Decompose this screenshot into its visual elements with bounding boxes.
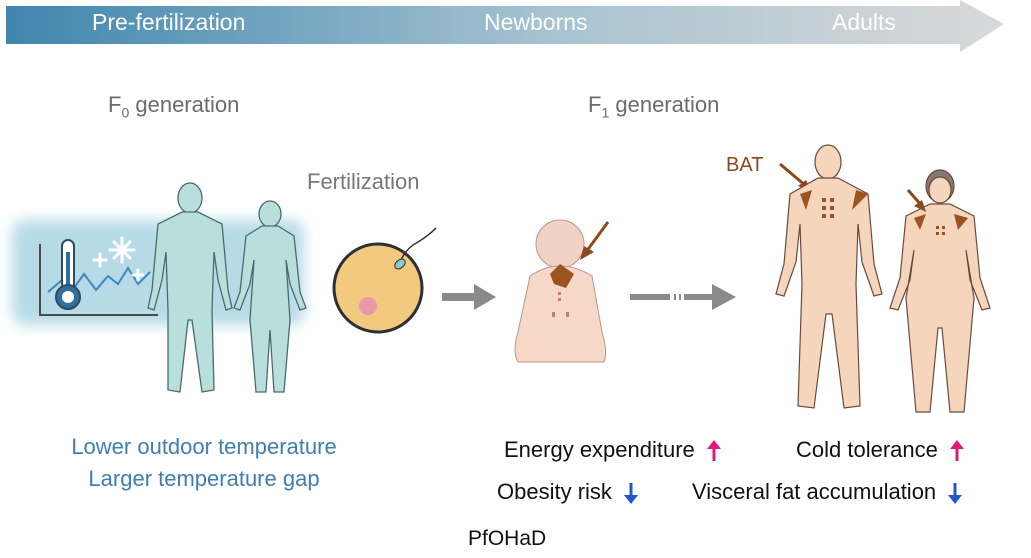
progression-arrow xyxy=(442,284,496,310)
adult-male-illustration xyxy=(775,144,883,409)
timeline-stage-adults: Adults xyxy=(832,9,896,35)
timeline-stage-prefertilization: Pre-fertilization xyxy=(92,9,246,35)
effect-obesity-risk: Obesity risk xyxy=(497,479,639,505)
f1-generation-label: F1 generation xyxy=(588,92,720,121)
adult-female-illustration xyxy=(889,169,991,413)
fertilization-label: Fertilization xyxy=(307,169,420,194)
effect-energy-expenditure: Energy expenditure xyxy=(504,437,721,463)
caption-acronym: PfOHaD xyxy=(468,527,547,550)
down-arrow-icon xyxy=(624,483,639,505)
condition-line-2: Larger temperature gap xyxy=(88,466,320,491)
condition-line-1: Lower outdoor temperature xyxy=(71,434,337,459)
egg-cell-illustration xyxy=(332,227,437,334)
effect-visceral-fat: Visceral fat accumulation xyxy=(692,479,963,505)
down-arrow-icon xyxy=(948,483,963,505)
newborn-illustration xyxy=(514,219,610,363)
up-arrow-icon xyxy=(706,440,721,462)
cold-environment-illustration xyxy=(12,182,307,393)
bat-label: BAT xyxy=(726,154,764,176)
time-passage-arrow xyxy=(630,284,736,310)
f0-generation-label: F0 generation xyxy=(108,92,240,121)
up-arrow-icon xyxy=(950,440,964,462)
effect-cold-tolerance: Cold tolerance xyxy=(796,437,964,463)
timeline-arrow xyxy=(6,0,1004,52)
timeline-stage-newborns: Newborns xyxy=(484,9,588,35)
